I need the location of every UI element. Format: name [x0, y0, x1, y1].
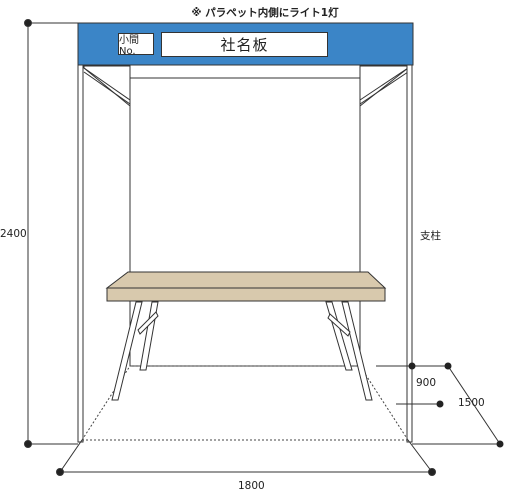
right-post [406, 63, 413, 443]
height-dimension [24, 19, 78, 448]
left-parapet-bracket [83, 65, 131, 108]
floor-outline [81, 365, 409, 441]
depth-inner-value: 900 [416, 377, 437, 389]
table-top-edge [106, 287, 386, 302]
back-wall [129, 77, 361, 367]
table-legs [111, 301, 373, 401]
company-sign: 社名板 [161, 32, 328, 57]
left-side-wall [82, 66, 130, 440]
post-label: 支柱 [420, 230, 441, 242]
booth-interior [82, 66, 361, 440]
depth-dimension-markers [408, 362, 504, 448]
height-dimension-value: 2400 [0, 228, 27, 240]
table-top-surface [105, 271, 387, 289]
depth-guides [376, 365, 501, 445]
booth-number-label: 小間No. [118, 33, 154, 57]
parapet-light-note: ※ パラペット内側にライト1灯 [191, 7, 339, 19]
right-parapet-bracket [359, 65, 409, 108]
width-dimension-value: 1800 [238, 480, 265, 492]
width-dimension [56, 439, 436, 476]
left-post [77, 63, 84, 443]
table [105, 271, 387, 302]
depth-outer-value: 1500 [458, 397, 485, 409]
